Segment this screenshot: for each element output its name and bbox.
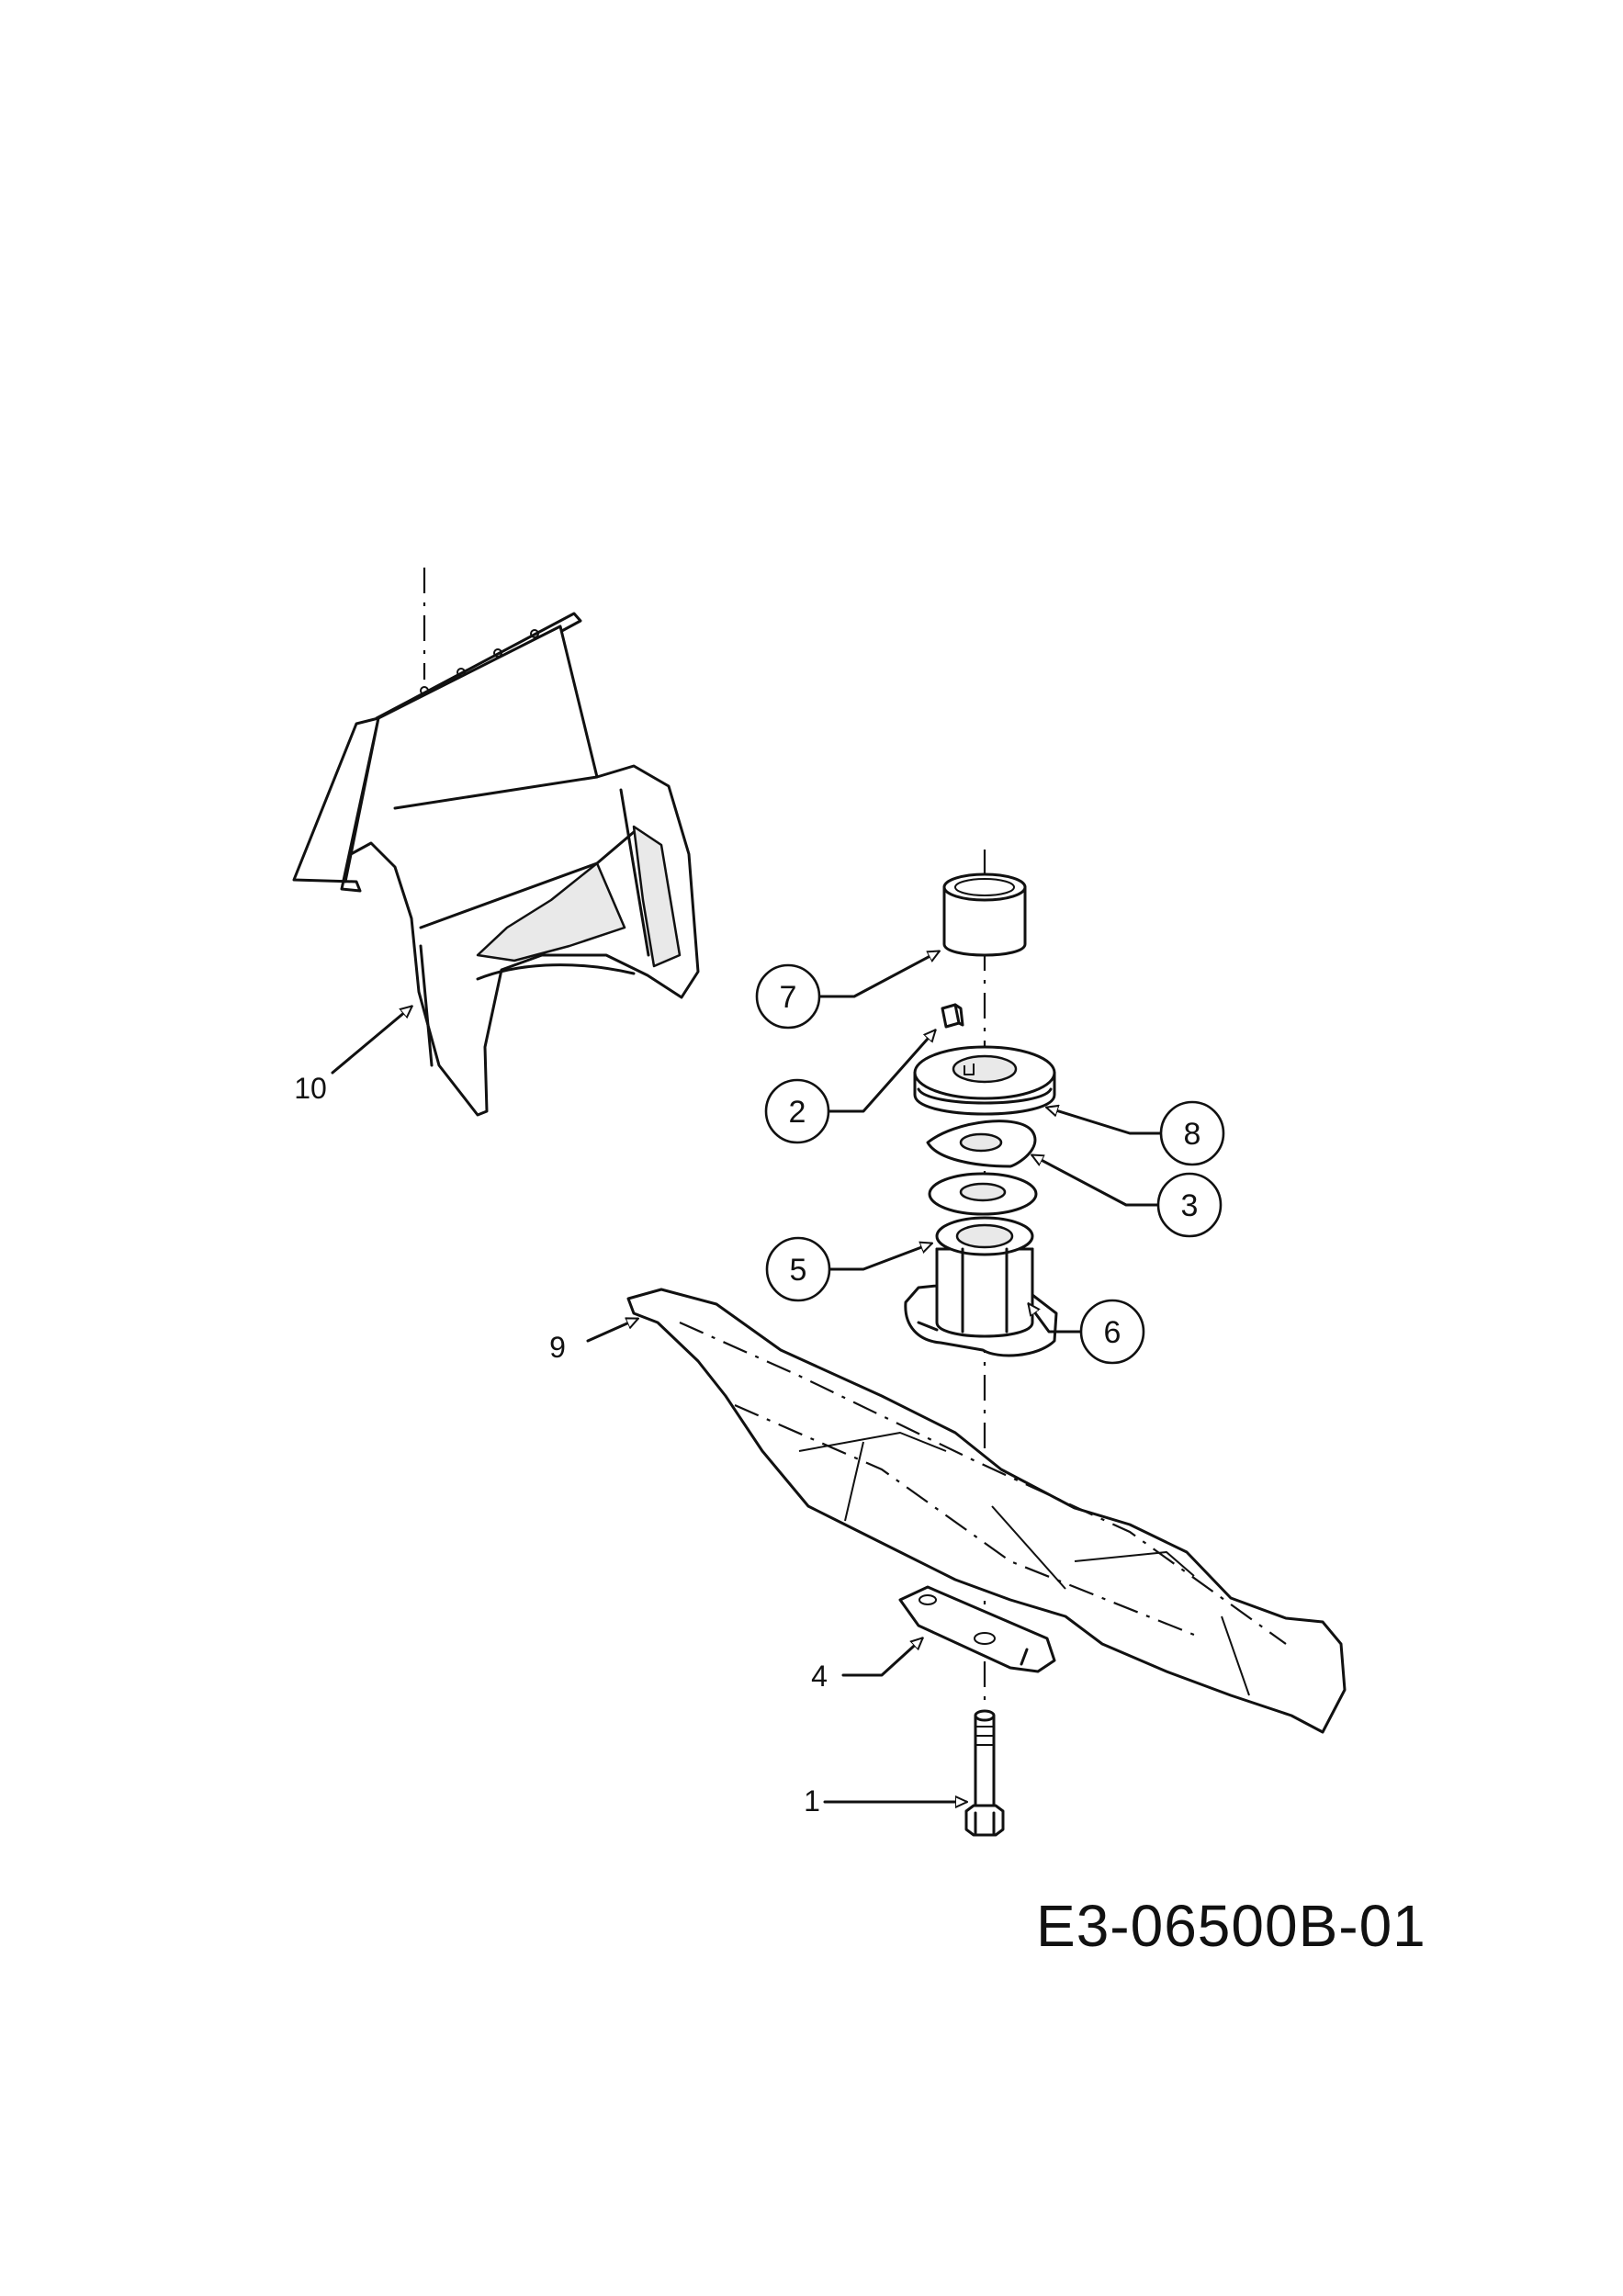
part-6-blade-adapter: [904, 1216, 1058, 1357]
callout-8-label: 8: [1184, 1117, 1201, 1152]
callout-2-label: 2: [789, 1095, 806, 1130]
callout-1-label: 1: [804, 1784, 820, 1818]
part-5-washer: [928, 1172, 1038, 1216]
part-9-blade: [626, 1288, 1347, 1734]
callout-7: 7: [755, 963, 821, 1030]
part-7-sleeve: [942, 872, 1027, 957]
callout-9-label: 9: [549, 1331, 566, 1364]
part-1-bolt: [964, 1709, 1005, 1837]
callout-2: 2: [764, 1078, 830, 1144]
callout-6-label: 6: [1104, 1315, 1121, 1350]
part-8-pulley: [913, 1045, 1056, 1116]
callout-5: 5: [765, 1236, 831, 1302]
callout-3: 3: [1156, 1172, 1223, 1238]
callout-7-label: 7: [780, 980, 797, 1015]
callout-5-label: 5: [790, 1253, 807, 1288]
callout-3-label: 3: [1181, 1188, 1199, 1223]
drawing-code: E3-06500B-01: [1036, 1893, 1426, 1959]
part-2-key: [941, 1003, 964, 1029]
callout-10-label: 10: [294, 1072, 327, 1105]
callout-4-label: 4: [811, 1660, 828, 1693]
part-3-cam-washer: [926, 1120, 1037, 1168]
part-4-plate: [898, 1585, 1056, 1673]
part-10-chute: [292, 568, 700, 1117]
leader-lines: [586, 951, 1162, 1802]
callout-6: 6: [1079, 1299, 1145, 1365]
callout-8: 8: [1159, 1100, 1225, 1166]
